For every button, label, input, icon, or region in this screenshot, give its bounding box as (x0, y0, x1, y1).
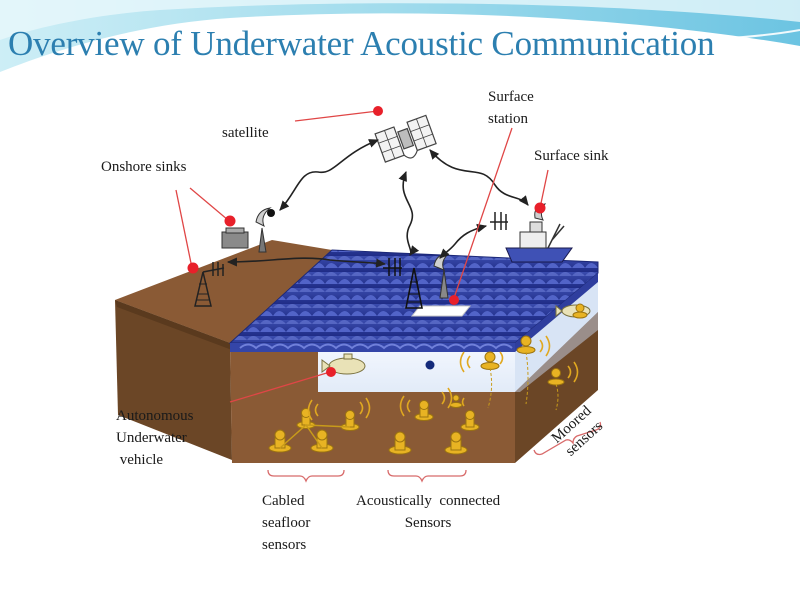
floating-platform (410, 305, 472, 317)
label-satellite: satellite (222, 125, 269, 141)
label-surface-sink: Surface sink (534, 148, 609, 164)
label-line: station (488, 111, 528, 127)
label-cabled-sensors: Cabled seafloor sensors (262, 490, 310, 556)
acoustic-waves (307, 335, 579, 421)
leader-lines (175, 110, 549, 403)
label-surface-station: Surface station (488, 86, 534, 130)
onshore-dish-icon (255, 207, 275, 253)
header-band (0, 0, 800, 83)
label-line: Underwater (116, 430, 187, 446)
onshore-station (221, 227, 249, 249)
label-line: Cabled (262, 493, 305, 509)
label-auv: Autonomous Underwater vehicle (116, 405, 194, 471)
label-line: seafloor (262, 515, 311, 531)
label-line: Autonomous (116, 408, 194, 424)
ocean-tower-icon (383, 258, 423, 309)
satellite-icon (374, 114, 437, 163)
auv-icon (321, 353, 366, 375)
label-line: Surface (488, 89, 534, 105)
label-acoustic-sensors: Acoustically connected Sensors (356, 490, 500, 534)
communication-links (226, 139, 529, 268)
label-line: sensors (262, 537, 307, 553)
label-onshore-sinks: Onshore sinks (101, 159, 187, 175)
group-brackets (267, 421, 602, 483)
label-line: vehicle (116, 452, 164, 468)
label-line: Sensors (404, 515, 452, 531)
sensor-cables (279, 423, 351, 449)
onshore-tower-icon (194, 262, 225, 307)
label-line: Acoustically connected (356, 493, 501, 509)
relay-node (425, 360, 435, 370)
moored-sensors (480, 303, 588, 386)
slide-title: Overview of Underwater Acoustic Communic… (8, 24, 715, 63)
marker-dots (187, 106, 546, 377)
mooring-lines (487, 351, 559, 411)
water-column (318, 273, 598, 392)
ship-icon (490, 203, 573, 263)
